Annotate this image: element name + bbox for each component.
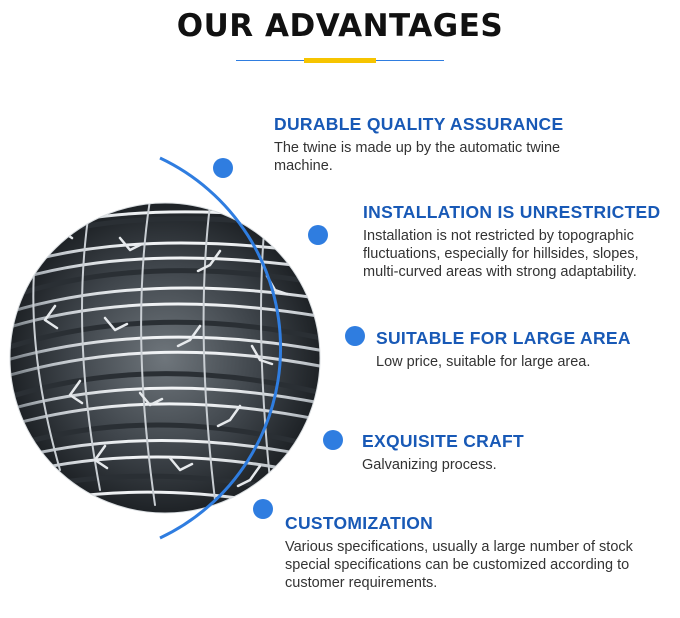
advantage-title: EXQUISITE CRAFT bbox=[362, 431, 525, 451]
advantage-description: Various specifications, usually a large … bbox=[285, 539, 633, 591]
timeline-dot-4 bbox=[323, 430, 343, 450]
advantage-title: CUSTOMIZATION bbox=[285, 513, 434, 533]
advantage-description: Low price, suitable for large area. bbox=[376, 354, 591, 370]
advantage-description: The twine is made up by the automatic tw… bbox=[274, 140, 561, 174]
advantage-title: INSTALLATION IS UNRESTRICTED bbox=[363, 202, 661, 222]
timeline-dot-3 bbox=[345, 326, 365, 346]
timeline-dot-2 bbox=[308, 225, 328, 245]
timeline-dot-5 bbox=[253, 499, 273, 519]
advantage-item: INSTALLATION IS UNRESTRICTED Installatio… bbox=[363, 201, 668, 281]
timeline-dot-1 bbox=[213, 158, 233, 178]
advantage-title: DURABLE QUALITY ASSURANCE bbox=[274, 114, 564, 134]
advantage-item: EXQUISITE CRAFT Galvanizing process. bbox=[362, 430, 652, 474]
advantage-item: DURABLE QUALITY ASSURANCE The twine is m… bbox=[274, 113, 574, 175]
advantage-item: CUSTOMIZATION Various specifications, us… bbox=[285, 512, 645, 592]
timeline-arc bbox=[159, 156, 283, 540]
title-accent-bar bbox=[304, 58, 376, 63]
advantage-title: SUITABLE FOR LARGE AREA bbox=[376, 328, 631, 348]
advantage-description: Installation is not restricted by topogr… bbox=[363, 228, 639, 280]
advantage-item: SUITABLE FOR LARGE AREA Low price, suita… bbox=[376, 327, 666, 371]
advantage-description: Galvanizing process. bbox=[362, 457, 497, 473]
page-title: OUR ADVANTAGES bbox=[176, 8, 504, 44]
